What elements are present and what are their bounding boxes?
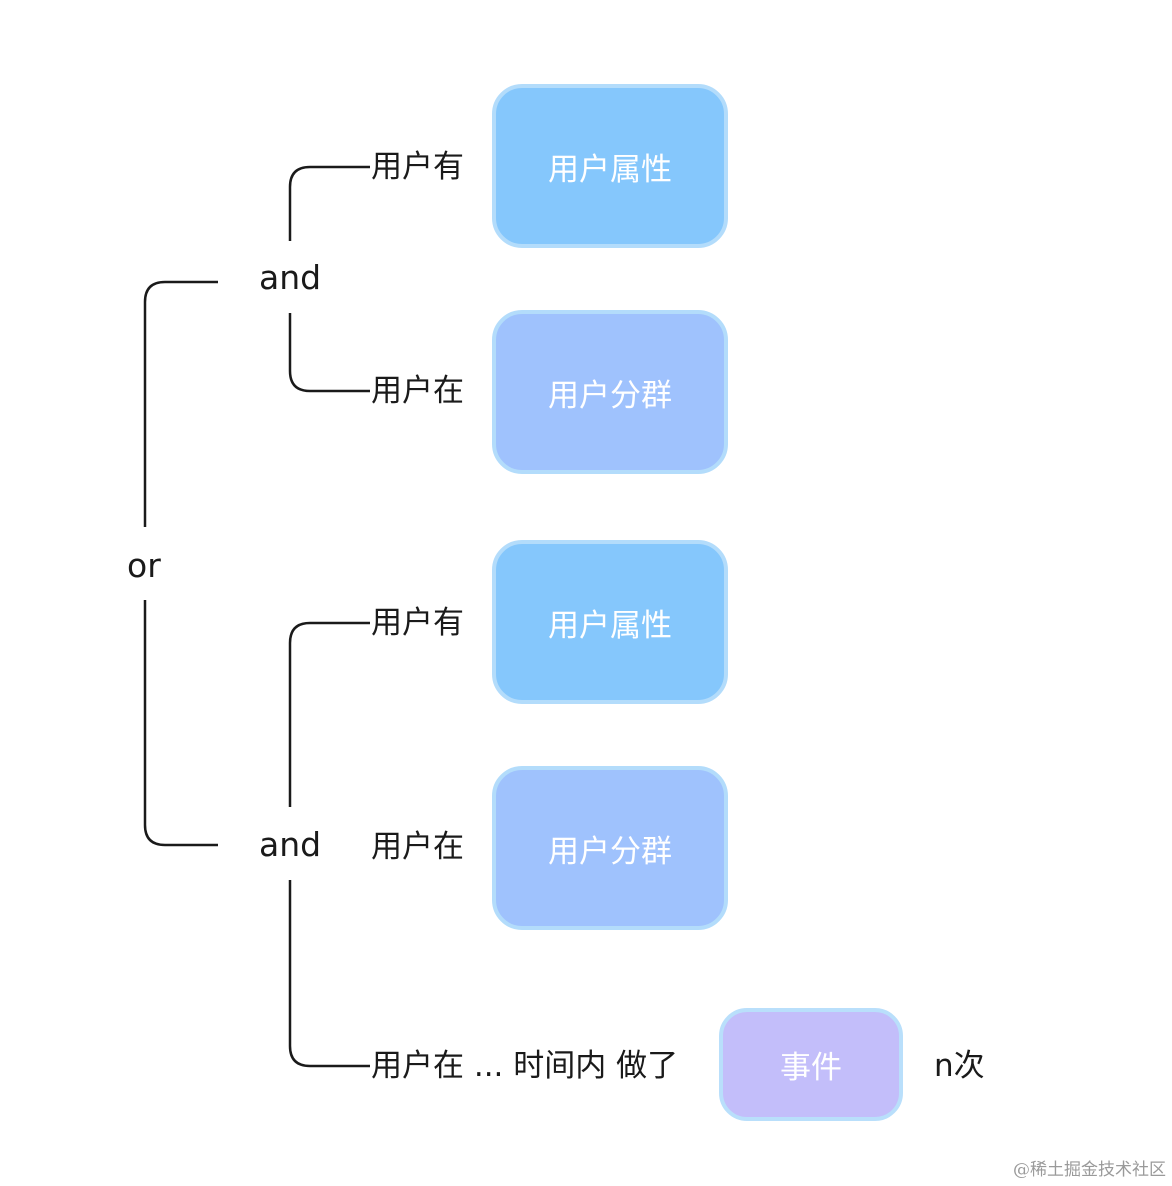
and1-connector-top	[288, 165, 370, 241]
user-attribute-box[interactable]: 用户属性	[492, 84, 728, 248]
and2-connector-bottom	[288, 880, 370, 1068]
and-operator-1: and	[259, 258, 322, 297]
condition-prefix: 用户有	[371, 149, 464, 185]
condition-prefix: 用户在 ... 时间内 做了	[371, 1048, 679, 1084]
and2-connector-top	[288, 621, 370, 807]
or-connector-top	[143, 280, 218, 527]
event-label: 事件	[780, 1050, 842, 1086]
user-attribute-label: 用户属性	[548, 607, 672, 644]
event-box[interactable]: 事件	[719, 1008, 903, 1121]
watermark: @稀土掘金技术社区	[1013, 1160, 1166, 1180]
user-attribute-box[interactable]: 用户属性	[492, 540, 728, 704]
user-segment-label: 用户分群	[548, 833, 672, 870]
or-connector-bottom	[143, 600, 218, 847]
user-segment-box[interactable]: 用户分群	[492, 310, 728, 474]
event-count-suffix: n次	[934, 1048, 985, 1084]
user-segment-box[interactable]: 用户分群	[492, 766, 728, 930]
or-operator: or	[127, 546, 161, 585]
condition-prefix: 用户有	[371, 605, 464, 641]
and-operator-2: and	[259, 825, 322, 864]
and1-connector-bottom	[288, 313, 370, 393]
user-attribute-label: 用户属性	[548, 151, 672, 188]
condition-prefix: 用户在	[371, 373, 464, 409]
condition-prefix: 用户在	[371, 829, 464, 865]
user-segment-label: 用户分群	[548, 377, 672, 414]
